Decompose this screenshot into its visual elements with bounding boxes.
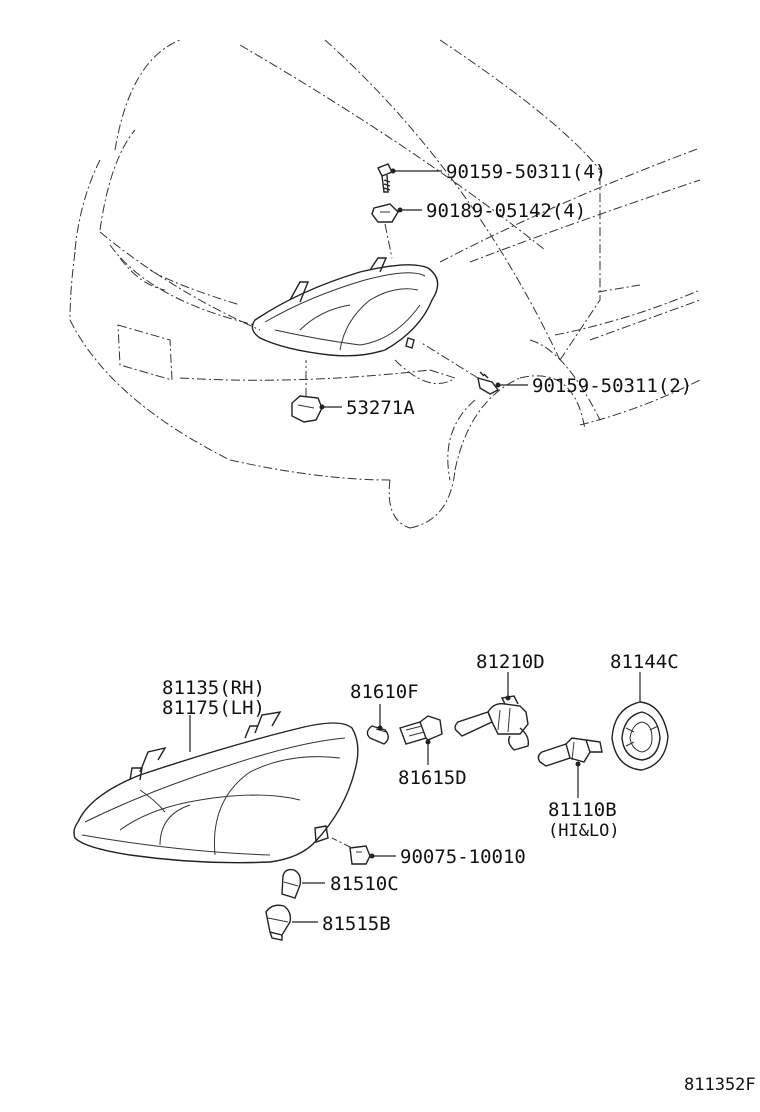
bolt-90159-top <box>377 163 393 193</box>
nut-90189 <box>371 203 399 259</box>
label-81210d: 81210D <box>476 651 545 673</box>
vehicle-outline <box>69 39 701 529</box>
label-hi-lo: (HI&LO) <box>548 821 620 841</box>
socket-81515b <box>265 904 292 941</box>
bolt-90159-side <box>419 341 500 395</box>
headlamp-installed <box>251 257 439 357</box>
label-90159-50311-2: 90159-50311(2) <box>532 375 692 397</box>
label-90159-50311-4: 90159-50311(4) <box>446 161 606 183</box>
headlamp-assembly <box>73 711 359 864</box>
bulb-81610f <box>366 725 389 745</box>
label-81610f: 81610F <box>350 681 419 703</box>
cover-81144c <box>611 701 669 771</box>
label-81175-lh: 81175(LH) <box>162 697 265 719</box>
clip-90075 <box>331 837 371 865</box>
bulb-81210d <box>454 695 530 751</box>
label-53271a: 53271A <box>346 397 415 419</box>
label-81144c: 81144C <box>610 651 679 673</box>
bulb-81510c <box>281 868 302 899</box>
label-81135-rh: 81135(RH) <box>162 677 265 699</box>
clip-53271a <box>291 360 323 423</box>
figure-id: 811352F <box>684 1075 756 1095</box>
label-81110b: 81110B <box>548 799 617 821</box>
bulb-81110b <box>537 737 603 767</box>
label-90189-05142: 90189-05142(4) <box>426 200 586 222</box>
label-81515b: 81515B <box>322 913 391 935</box>
label-90075-10010: 90075-10010 <box>400 846 526 868</box>
label-81615d: 81615D <box>398 767 467 789</box>
label-81510c: 81510C <box>330 873 399 895</box>
socket-81615d <box>399 715 443 745</box>
